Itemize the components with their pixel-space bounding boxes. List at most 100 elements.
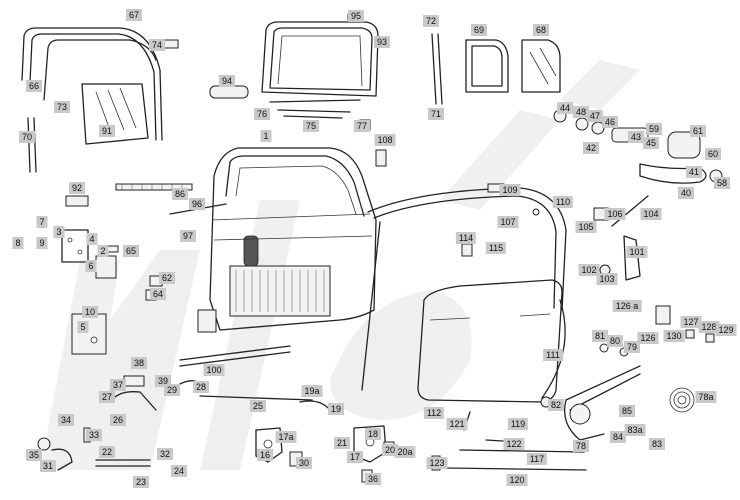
- strips-76-75: [269, 99, 361, 119]
- part-label-72: 72: [422, 15, 440, 27]
- part-label-25: 25: [249, 400, 267, 412]
- part-label-22: 22: [98, 446, 116, 458]
- part-label-101: 101: [626, 246, 648, 258]
- part-label-95: 95: [347, 10, 365, 22]
- rod-25: [199, 395, 313, 401]
- channel-71-72: [431, 33, 443, 105]
- part-label-34: 34: [57, 414, 75, 426]
- part-label-19a: 19a: [301, 385, 323, 397]
- part-label-27: 27: [98, 391, 116, 403]
- part-label-112: 112: [423, 407, 445, 419]
- part-label-65: 65: [122, 245, 140, 257]
- bracket-101: [623, 235, 641, 281]
- part-label-26: 26: [109, 414, 127, 426]
- part-label-75: 75: [302, 120, 320, 132]
- rod-117: [459, 449, 585, 453]
- part-label-61: 61: [689, 125, 707, 137]
- part-label-33: 33: [85, 429, 103, 441]
- window-channel-70: [27, 117, 37, 173]
- part-label-41: 41: [685, 166, 703, 178]
- part-label-45: 45: [642, 137, 660, 149]
- part-label-91: 91: [98, 125, 116, 137]
- part-label-94: 94: [218, 75, 236, 87]
- part-label-8: 8: [12, 237, 24, 249]
- part-label-117: 117: [526, 453, 548, 465]
- part-label-84: 84: [609, 431, 627, 443]
- part-label-35: 35: [25, 449, 43, 461]
- part-label-44: 44: [556, 102, 574, 114]
- part-label-30: 30: [295, 457, 313, 469]
- part-label-20a: 20a: [394, 446, 416, 458]
- part-label-85: 85: [618, 405, 636, 417]
- part-label-18: 18: [364, 428, 382, 440]
- part-label-32: 32: [156, 448, 174, 460]
- part-label-66: 66: [25, 80, 43, 92]
- part-label-130: 130: [663, 330, 685, 342]
- part-label-129: 129: [715, 324, 737, 336]
- part-label-59: 59: [645, 123, 663, 135]
- part-label-111: 111: [543, 349, 563, 361]
- part-label-115: 115: [485, 242, 507, 254]
- part-label-82: 82: [547, 399, 565, 411]
- part-label-126: 126: [637, 332, 659, 344]
- part-label-83: 83: [648, 438, 666, 450]
- strip-104: [611, 195, 649, 227]
- part-label-58: 58: [713, 177, 731, 189]
- part-label-102: 102: [578, 264, 600, 276]
- part-label-6: 6: [85, 260, 97, 272]
- regulator-78: [563, 365, 641, 441]
- part-label-74: 74: [148, 39, 166, 51]
- part-label-83a: 83a: [624, 424, 646, 436]
- part-label-10: 10: [81, 306, 99, 318]
- part-label-123: 123: [426, 457, 448, 469]
- part-label-3: 3: [53, 226, 65, 238]
- part-label-21: 21: [333, 437, 351, 449]
- part-label-79: 79: [623, 341, 641, 353]
- part-label-40: 40: [677, 187, 695, 199]
- part-label-73: 73: [53, 101, 71, 113]
- strip-100: [179, 345, 291, 367]
- lock-17a: [255, 427, 283, 463]
- part-label-105: 105: [575, 221, 597, 233]
- part-label-78: 78: [572, 440, 590, 452]
- strip-86: [115, 183, 193, 191]
- quarter-glass-68: [521, 39, 561, 93]
- part-label-100: 100: [203, 364, 225, 376]
- part-label-24: 24: [170, 465, 188, 477]
- part-label-43: 43: [627, 131, 645, 143]
- part-label-122: 122: [503, 438, 525, 450]
- part-label-68: 68: [532, 24, 550, 36]
- part-label-110: 110: [552, 196, 574, 208]
- part-label-71: 71: [427, 108, 445, 120]
- part-label-103: 103: [596, 273, 618, 285]
- part-label-127: 127: [680, 316, 702, 328]
- part-label-62: 62: [158, 272, 176, 284]
- part-label-7: 7: [36, 216, 48, 228]
- part-label-96: 96: [188, 198, 206, 210]
- part-label-47: 47: [586, 110, 604, 122]
- part-label-4: 4: [86, 233, 98, 245]
- part-label-120: 120: [506, 474, 528, 486]
- part-label-67: 67: [125, 9, 143, 21]
- rear-door-panel: [417, 279, 563, 403]
- part-label-78a: 78a: [695, 391, 717, 403]
- part-label-17: 17: [346, 451, 364, 463]
- glass-91: [81, 83, 149, 145]
- part-label-107: 107: [497, 216, 519, 228]
- part-label-36: 36: [364, 473, 382, 485]
- part-label-80: 80: [606, 335, 624, 347]
- part-label-119: 119: [507, 418, 529, 430]
- part-label-76: 76: [253, 108, 271, 120]
- part-label-29: 29: [163, 384, 181, 396]
- part-label-28: 28: [192, 381, 210, 393]
- part-label-46: 46: [601, 116, 619, 128]
- front-door-shell-1: [197, 147, 377, 333]
- spring-78a: [669, 387, 695, 413]
- part-label-104: 104: [640, 208, 662, 220]
- part-label-2: 2: [97, 245, 109, 257]
- seal-111: [541, 299, 566, 399]
- part-label-81: 81: [591, 330, 609, 342]
- part-label-60: 60: [704, 148, 722, 160]
- part-label-69: 69: [470, 24, 488, 36]
